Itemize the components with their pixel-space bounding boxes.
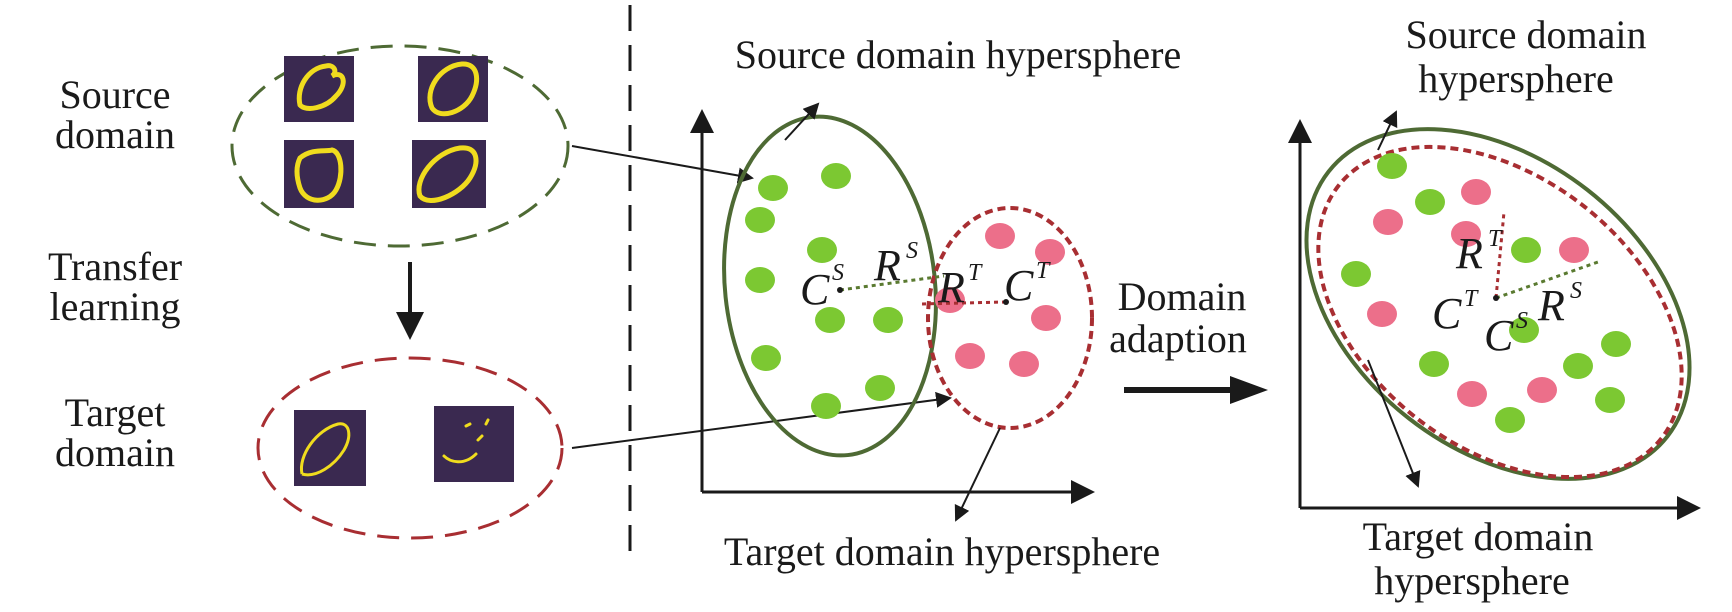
target-domain-ellipse <box>256 356 564 540</box>
middle-source-pointer-icon <box>784 102 820 141</box>
right-rs-sup: S <box>1570 278 1582 304</box>
target-domain-label-line2: domain <box>55 430 175 475</box>
arrow-target-to-hypersphere-icon <box>571 391 952 449</box>
right-title-bottom-line1: Target domain <box>1363 514 1594 559</box>
right-title-bottom-line2: hypersphere <box>1374 558 1569 603</box>
right-source-pointer-icon <box>1377 110 1398 151</box>
middle-panel: Source domain hypersphere Target domain … <box>690 32 1182 574</box>
target-digit-thumbnail <box>434 406 514 482</box>
domain-adaption-label-line2: adaption <box>1109 316 1247 361</box>
right-ct-label: C <box>1432 289 1462 338</box>
transfer-learning-label-line1: Transfer <box>48 244 182 289</box>
right-title-top-line2: hypersphere <box>1418 56 1613 101</box>
middle-cs-label: C <box>800 265 830 314</box>
right-source-hypersphere <box>1304 127 1692 481</box>
right-target-radius-line <box>1494 211 1506 299</box>
middle-source-radius-line <box>839 274 945 292</box>
target-domain-label-line1: Target <box>65 390 166 435</box>
source-digit-thumbnail <box>284 140 354 208</box>
middle-target-points <box>935 223 1065 377</box>
middle-rs-sup: S <box>906 238 918 264</box>
domain-adaption-label-line1: Domain <box>1118 274 1247 319</box>
source-digit-thumbnail <box>412 140 486 208</box>
right-source-points <box>1341 153 1631 433</box>
right-rt-label: R <box>1455 229 1483 278</box>
right-cs-label: C <box>1484 311 1514 360</box>
domain-adaption-step: Domain adaption <box>1109 274 1268 404</box>
middle-rt-sup: T <box>968 260 983 286</box>
right-ct-sup: T <box>1464 286 1479 312</box>
source-domain-label-line1: Source <box>59 72 170 117</box>
middle-target-radius-line <box>919 300 1007 306</box>
arrow-right-head-icon <box>1230 376 1268 404</box>
right-rs-label: R <box>1537 281 1565 330</box>
target-digit-thumbnail <box>294 410 366 486</box>
right-rt-sup: T <box>1488 226 1503 252</box>
right-title-top-line1: Source domain <box>1405 12 1646 57</box>
middle-title-bottom: Target domain hypersphere <box>724 529 1160 574</box>
right-target-hypersphere <box>1316 144 1684 480</box>
left-panel: Source domain Transfer learning Target d… <box>48 44 570 540</box>
arrow-source-to-hypersphere-icon <box>571 145 754 184</box>
transfer-learning-label-line2: learning <box>49 284 180 329</box>
middle-ct-sup: T <box>1036 258 1051 284</box>
middle-target-pointer-icon <box>954 427 1001 522</box>
middle-target-hypersphere <box>926 206 1094 430</box>
right-panel: Source domain hypersphere Target domain … <box>1288 12 1701 603</box>
middle-target-center-dot <box>1003 299 1009 305</box>
middle-cs-sup: S <box>832 260 844 286</box>
middle-title-top: Source domain hypersphere <box>735 32 1182 77</box>
middle-source-points <box>745 163 903 419</box>
middle-rs-label: R <box>873 241 901 290</box>
source-digit-thumbnail <box>418 56 488 122</box>
right-center-dot <box>1493 295 1499 301</box>
right-target-pointer-icon <box>1367 359 1421 488</box>
middle-ct-label: C <box>1004 261 1034 310</box>
right-source-radius-line <box>1495 260 1599 300</box>
right-cs-sup: S <box>1516 308 1528 334</box>
source-digit-thumbnail <box>284 56 354 122</box>
right-target-points <box>1367 179 1589 407</box>
arrow-down-head-icon <box>396 312 424 340</box>
source-domain-ellipse <box>230 44 570 248</box>
middle-source-center-dot <box>837 287 843 293</box>
middle-rt-label: R <box>937 263 965 312</box>
source-domain-label-line2: domain <box>55 112 175 157</box>
